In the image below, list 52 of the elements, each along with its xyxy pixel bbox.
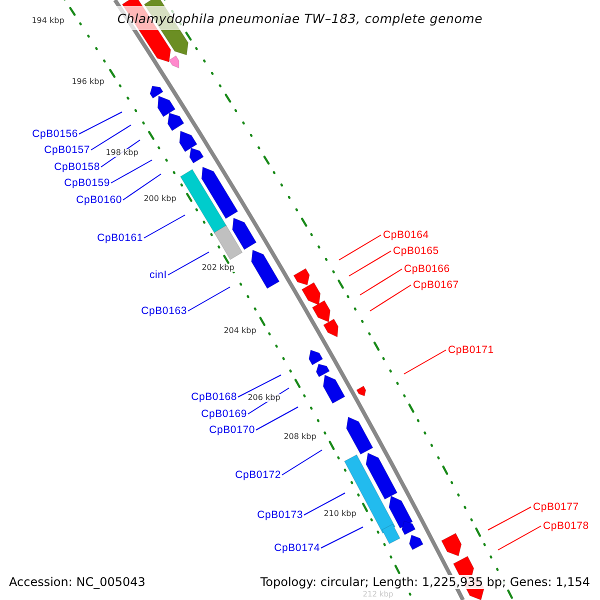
position-label: 194 kbp bbox=[30, 17, 66, 25]
gene-label: CpB0164 bbox=[383, 229, 429, 241]
leader-line bbox=[122, 174, 162, 200]
leader-line bbox=[188, 286, 230, 312]
gene-label: CpB0157 bbox=[44, 144, 90, 156]
position-label: 198 kbp bbox=[104, 149, 140, 157]
gene-label: CpB0170 bbox=[209, 424, 255, 436]
leader-line bbox=[256, 406, 298, 430]
gene-label: CpB0167 bbox=[413, 279, 459, 291]
position-label: 196 kbp bbox=[70, 78, 106, 86]
leader-line bbox=[238, 374, 282, 398]
position-label: 202 kbp bbox=[200, 264, 236, 272]
leader-line bbox=[282, 450, 322, 476]
gene-label: CpB0174 bbox=[274, 542, 320, 554]
gene-label: CpB0168 bbox=[191, 391, 237, 403]
leader-line bbox=[360, 268, 402, 296]
leader-line bbox=[168, 252, 210, 276]
gene-label: cinI bbox=[149, 269, 167, 281]
position-label: 210 kbp bbox=[322, 510, 358, 518]
gene-label: CpB0161 bbox=[97, 232, 143, 244]
position-label: 204 kbp bbox=[222, 327, 258, 335]
leader-line bbox=[498, 526, 542, 550]
genome-stats: Topology: circular; Length: 1,225,935 bp; Genes: 1,154 bbox=[260, 575, 590, 589]
gene-label: CpB0165 bbox=[393, 245, 439, 257]
position-label: 208 kbp bbox=[282, 433, 318, 441]
gene-label: CpB0159 bbox=[64, 177, 110, 189]
leader-line bbox=[488, 506, 532, 530]
leader-line bbox=[370, 284, 412, 312]
leader-line bbox=[144, 214, 186, 238]
position-label: 206 kbp bbox=[246, 394, 282, 402]
leader-line bbox=[348, 250, 392, 276]
gene-label: CpB0160 bbox=[76, 194, 122, 206]
gene-label: CpB0173 bbox=[257, 509, 303, 521]
position-label: 200 kbp bbox=[142, 195, 178, 203]
leader-line bbox=[110, 160, 152, 184]
leader-line bbox=[338, 234, 382, 260]
gene-label: CpB0178 bbox=[543, 520, 589, 532]
gene-label: CpB0177 bbox=[533, 501, 579, 513]
gene-label: CpB0169 bbox=[201, 408, 247, 420]
leader-line bbox=[304, 492, 346, 516]
gene-label: CpB0166 bbox=[404, 263, 450, 275]
accession-label: Accession: NC_005043 bbox=[9, 575, 146, 589]
gene-label: CpB0172 bbox=[235, 469, 281, 481]
gene-label: CpB0156 bbox=[32, 128, 78, 140]
gene-label: CpB0163 bbox=[141, 305, 187, 317]
leader-line bbox=[404, 350, 446, 374]
gene-label: CpB0171 bbox=[448, 344, 494, 356]
leader-line bbox=[320, 526, 364, 548]
leader-line bbox=[90, 124, 132, 150]
leader-line bbox=[78, 112, 122, 134]
gene-label: CpB0158 bbox=[54, 161, 100, 173]
title: Chlamydophila pneumoniae TW–183, complete genome bbox=[117, 10, 483, 26]
